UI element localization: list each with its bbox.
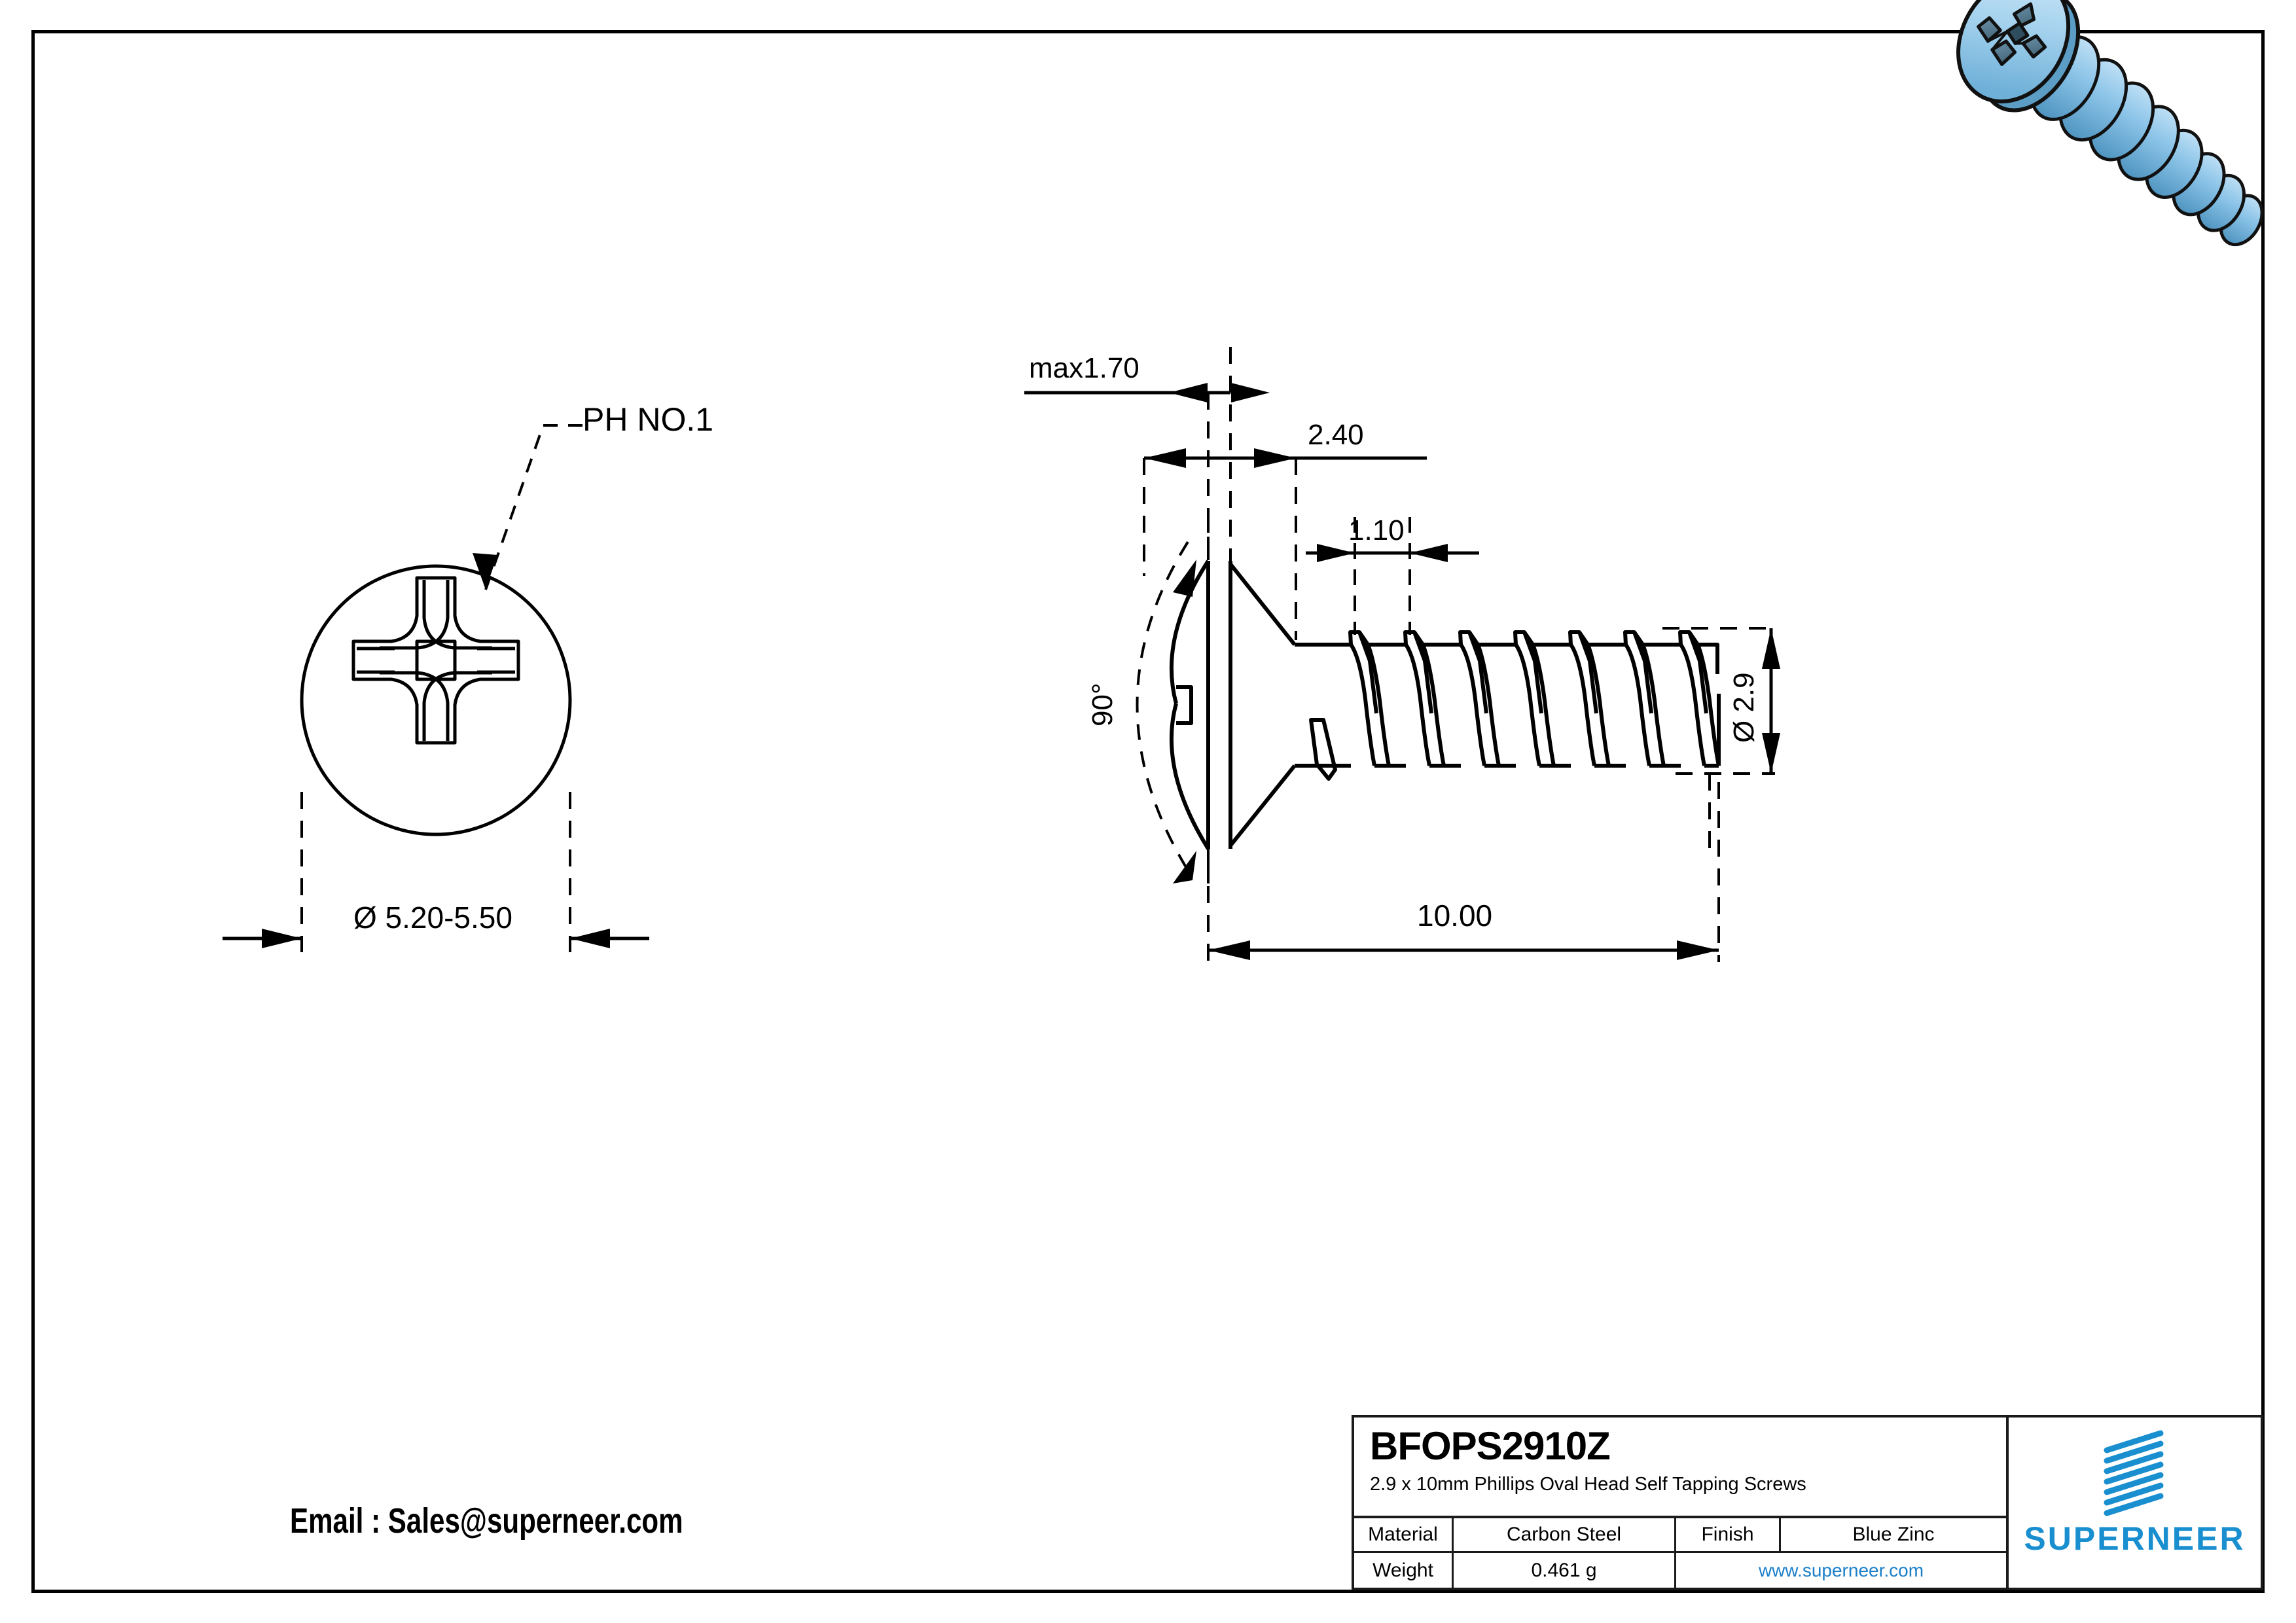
head-chamfer-dimension <box>1143 458 1297 640</box>
weight-value: 0.461 g <box>1454 1553 1676 1588</box>
head-chamfer-label: 2.40 <box>1308 419 1364 451</box>
ph-callout-label: PH NO.1 <box>583 401 714 438</box>
ph-callout-arrowhead <box>473 553 497 590</box>
thread-pitch-dimension <box>1354 517 1411 635</box>
title-block-header: BFOPS2910Z 2.9 x 10mm Phillips Oval Head… <box>1354 1418 2006 1516</box>
head-height-label: max1.70 <box>1029 352 1139 384</box>
head-outline-circle <box>300 564 572 836</box>
countersink-angle-arc <box>1136 517 1210 883</box>
shank-diameter-label: Ø 2.9 <box>1728 672 1760 743</box>
length-label: 10.00 <box>1417 899 1493 933</box>
countersink-angle-label: 90° <box>1086 683 1119 726</box>
front-view-geometry <box>300 564 572 836</box>
part-description: 2.9 x 10mm Phillips Oval Head Self Tappi… <box>1370 1474 1806 1495</box>
spec-row-material: Material Carbon Steel Finish Blue Zinc <box>1354 1518 2006 1553</box>
angle-arrow-bottom <box>1173 851 1196 883</box>
title-block-spec-rows: Material Carbon Steel Finish Blue Zinc W… <box>1354 1516 2006 1588</box>
website-link[interactable]: www.superneer.com <box>1758 1560 1924 1580</box>
head-diameter-label: Ø 5.20-5.50 <box>353 901 512 935</box>
length-ext-lines <box>1207 782 1720 962</box>
sheet-border <box>31 30 2265 1593</box>
brand-panel: SUPERNEER <box>2009 1418 2261 1588</box>
shank-diameter-ext-lines <box>1662 627 1775 857</box>
ph-callout-leader <box>484 424 583 590</box>
angle-arrow-top <box>1173 560 1196 597</box>
contact-email: Email : Sales@superneer.com <box>290 1501 683 1541</box>
phillips-recess-plan <box>351 576 520 745</box>
superneer-wordmark: SUPERNEER <box>2024 1520 2246 1557</box>
material-label: Material <box>1354 1518 1454 1551</box>
thread-profile <box>1309 630 1721 781</box>
title-block-left: BFOPS2910Z 2.9 x 10mm Phillips Oval Head… <box>1354 1418 2009 1588</box>
weight-label: Weight <box>1354 1553 1454 1588</box>
finish-value: Blue Zinc <box>1852 1524 1935 1545</box>
spec-row-weight: Weight 0.461 g www.superneer.com <box>1354 1553 2006 1588</box>
superneer-logo-icon <box>2104 1430 2163 1516</box>
head-height-dimension <box>1207 347 1232 564</box>
side-view-head <box>1169 560 1297 850</box>
side-view-shank <box>1295 643 1351 768</box>
title-block: BFOPS2910Z 2.9 x 10mm Phillips Oval Head… <box>1352 1415 2263 1590</box>
thread-pitch-label: 1.10 <box>1348 514 1405 546</box>
3d-screw-render <box>1956 0 2264 247</box>
part-number: BFOPS2910Z <box>1370 1424 1611 1468</box>
material-value: Carbon Steel <box>1454 1518 1676 1551</box>
finish-label: Finish <box>1676 1518 1781 1551</box>
